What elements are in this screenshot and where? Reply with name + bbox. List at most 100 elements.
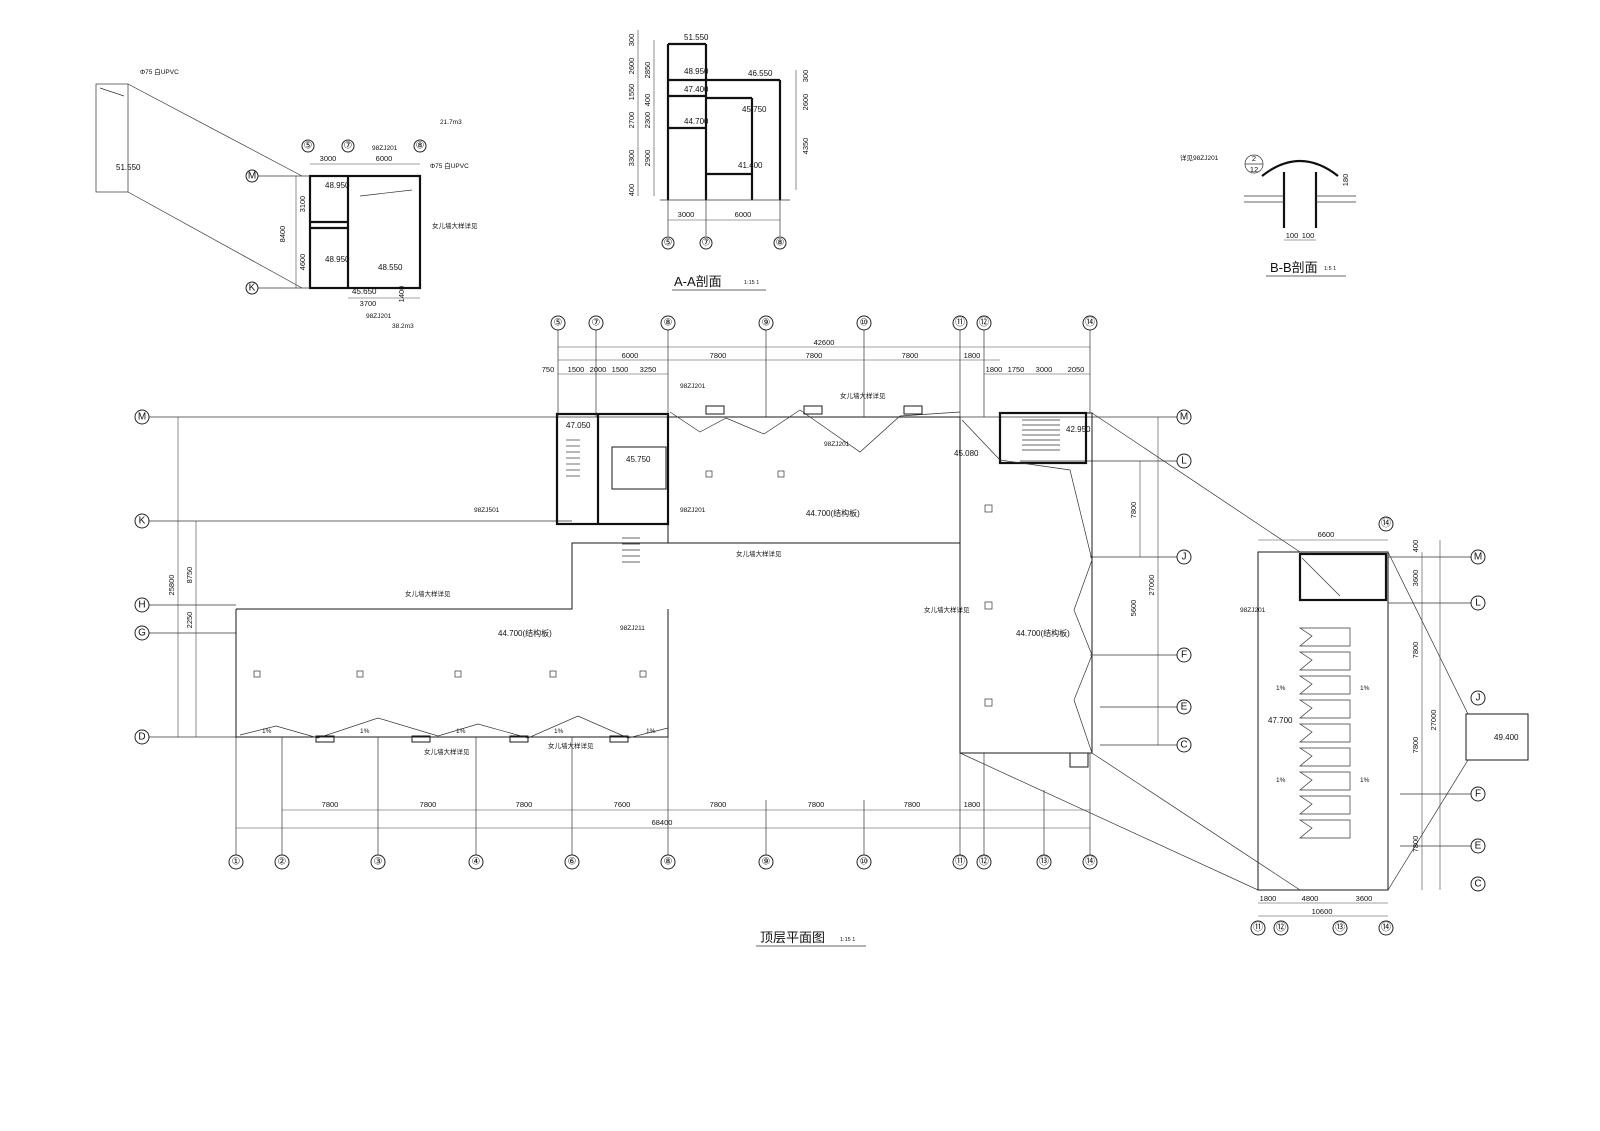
svg-text:⑪: ⑪	[955, 856, 965, 868]
grid-top-11: ⑪	[952, 315, 968, 331]
grid-top-8: ⑧	[660, 315, 676, 331]
svg-text:M: M	[1474, 552, 1482, 563]
svg-text:M: M	[248, 171, 256, 182]
detail-r-dim-b0: 1800	[1260, 894, 1277, 903]
detail-tl-dim-3000: 3000	[320, 154, 337, 163]
svg-text:⑬: ⑬	[1335, 922, 1345, 934]
detail-tl-grid-7: ⑦	[341, 139, 355, 153]
aa-elev-44700: 44.700	[684, 117, 709, 126]
plan-slope-4: 1%	[554, 728, 564, 735]
aa-dim-l-3: 2700	[627, 112, 636, 129]
aa-grid-8: ⑧	[773, 236, 787, 250]
detail-r-note: 98ZJ201	[1240, 607, 1266, 614]
aa-elev-46550: 46.550	[748, 69, 773, 78]
plan-dim-top-3: 7800	[806, 351, 823, 360]
plan-dim-top-2: 7800	[710, 351, 727, 360]
bb-bubble-top: 2	[1252, 154, 1256, 163]
plan-elev-stair-top: 45.750	[626, 455, 651, 464]
detail-tl-detail-note-2: 98ZJ201	[366, 313, 392, 320]
plan-scale: 1:15 1	[840, 937, 855, 943]
detail-tl-dim-4600: 4600	[298, 254, 307, 271]
svg-text:K: K	[249, 283, 256, 294]
grid-bot-13: ⑬	[1036, 854, 1052, 870]
grid-bot-12: ⑫	[976, 854, 992, 870]
grid-bot-10: ⑩	[856, 854, 872, 870]
plan-dim-sub-4: 3250	[640, 365, 657, 374]
detail-r-dim-b2: 3600	[1356, 894, 1373, 903]
detail-tl-dim-3100: 3100	[298, 196, 307, 213]
detail-r-grid-14: ⑭	[1378, 920, 1394, 936]
svg-text:⑫: ⑫	[979, 317, 989, 329]
grid-left-H: H	[134, 597, 150, 613]
aa-grid-7: ⑦	[699, 236, 713, 250]
grid-right-E: E	[1176, 699, 1192, 715]
roof-drains	[253, 470, 993, 707]
aa-dim-r-2: 4350	[801, 138, 810, 155]
aa-dim-b-0: 3000	[678, 210, 695, 219]
svg-text:L: L	[1181, 456, 1187, 467]
svg-text:⑧: ⑧	[416, 141, 425, 152]
plan-note-drain-6: 女儿墙大样详见	[840, 391, 886, 400]
detail-tl-upvc-note: Φ75 白UPVC	[140, 67, 179, 76]
plan-dim-left-1: 8750	[185, 567, 194, 584]
detail-tl-dim-8400: 8400	[278, 226, 287, 243]
grid-bot-1: ①	[228, 854, 244, 870]
aa-dim-l-2: 1550	[627, 84, 636, 101]
detail-topleft: 51.550 48.950 48.950 48.550 45.650 3000 …	[95, 67, 478, 330]
svg-text:⑦: ⑦	[702, 238, 711, 249]
section-aa-title: A-A剖面	[674, 274, 722, 289]
grid-bot-4: ④	[468, 854, 484, 870]
aa-elev-45750: 45.750	[742, 105, 767, 114]
detail-tl-grid-K: K	[245, 281, 259, 295]
detail-tl-grid-M: M	[245, 169, 259, 183]
detail-tl-tank: 21.7m3	[440, 119, 462, 126]
plan-dim-top-overall: 42600	[814, 338, 835, 347]
grid-bot-2: ②	[274, 854, 290, 870]
plan-dim-top-5: 1800	[964, 351, 981, 360]
plan-dim-bot-overall: 68400	[652, 818, 673, 827]
plan-elev-right-stair: 42.950	[1066, 425, 1091, 434]
svg-text:D: D	[138, 732, 145, 743]
grid-left-K: K	[134, 513, 150, 529]
section-bb-title: B-B剖面	[1270, 260, 1318, 275]
detail-tl-grid-8: ⑧	[413, 139, 427, 153]
detail-r-grid-E: E	[1470, 838, 1486, 854]
plan-dim-tr-2: 3000	[1036, 365, 1053, 374]
bb-detail: 详见98ZJ201	[1180, 153, 1219, 162]
detail-r-dim-side-7800b: 7800	[1411, 737, 1420, 754]
svg-text:E: E	[1181, 702, 1188, 713]
svg-text:⑭: ⑭	[1381, 518, 1391, 530]
plan-note-98zj201-3: 98ZJ201	[680, 507, 706, 514]
svg-text:⑧: ⑧	[664, 857, 673, 868]
detail-tl-dim-6000: 6000	[376, 154, 393, 163]
plan-note-98zj201-2: 98ZJ201	[824, 441, 850, 448]
grid-left-G: G	[134, 625, 150, 641]
grid-left-M: M	[134, 409, 150, 425]
grid-bot-9: ⑨	[758, 854, 774, 870]
svg-text:⑪: ⑪	[1253, 922, 1263, 934]
detail-r-grid-11: ⑪	[1250, 920, 1266, 936]
grid-left-D: D	[134, 729, 150, 745]
detail-tl-roof-note: 女儿墙大样详见	[432, 221, 478, 230]
detail-r-elev-1: 47.700	[1268, 716, 1293, 725]
svg-text:⑦: ⑦	[592, 318, 601, 329]
detail-r-grid-J: J	[1470, 690, 1486, 706]
svg-text:③: ③	[374, 857, 383, 868]
plan-note-drain-3: 女儿墙大样详见	[924, 605, 970, 614]
plan-dim-bot-1: 7800	[420, 800, 437, 809]
stair-right	[1022, 419, 1060, 451]
plan-dim-top-1: 6000	[622, 351, 639, 360]
plan-dim-bot-2: 7800	[516, 800, 533, 809]
detail-r-dim-b1: 4800	[1302, 894, 1319, 903]
grid-right-L: L	[1176, 453, 1192, 469]
section-bb-scale: 1:5 1	[1324, 266, 1336, 272]
grid-top-14: ⑭	[1082, 315, 1098, 331]
detail-tl-elev-1: 48.950	[325, 181, 350, 190]
detail-r-grid-C: C	[1470, 876, 1486, 892]
detail-tl-elev-2: 48.950	[325, 255, 350, 264]
plan-note-drain-4: 女儿墙大样详见	[424, 747, 470, 756]
svg-text:⑤: ⑤	[304, 141, 313, 152]
detail-r-dim-side-7800c: 7800	[1411, 836, 1420, 853]
svg-text:M: M	[138, 412, 146, 423]
svg-text:⑭: ⑭	[1085, 856, 1095, 868]
